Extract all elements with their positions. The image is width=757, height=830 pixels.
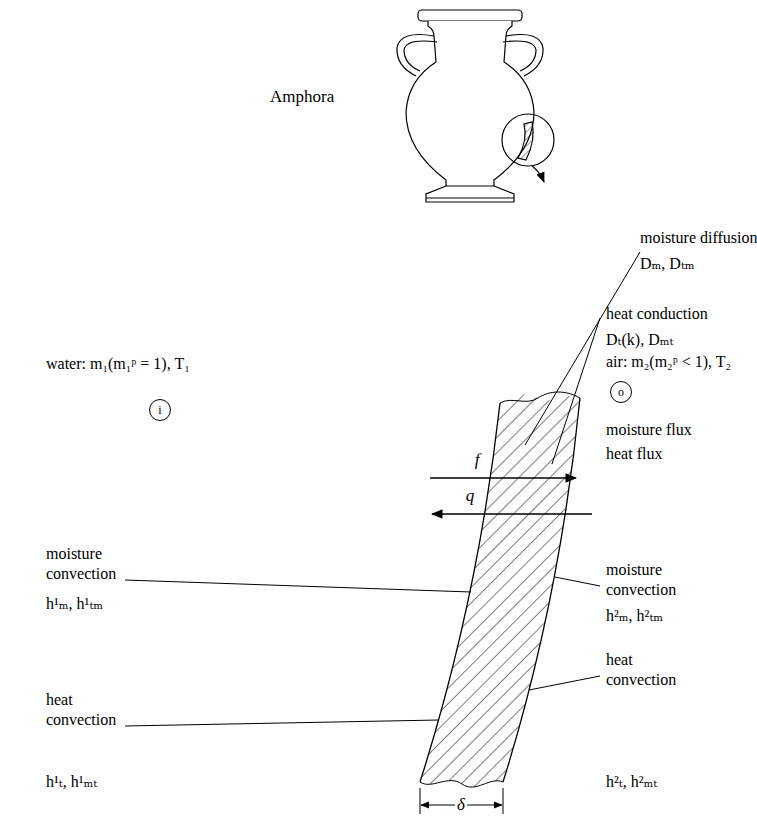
- leader-lines: [125, 252, 640, 726]
- symbol-label: δ: [455, 794, 467, 815]
- annotation: Dₘ, Dₜₘ: [640, 254, 695, 274]
- region-marker: i: [149, 399, 171, 421]
- annotation: heat convection: [606, 650, 706, 690]
- region-letter: i: [158, 404, 161, 416]
- annotation: h¹ₘ, h¹ₜₘ: [46, 594, 103, 614]
- annotation: air: m₂(m₂ᵖ < 1), T₂: [606, 352, 731, 372]
- amphora: [397, 10, 554, 202]
- annotation: h²ₘ, h²ₜₘ: [606, 606, 663, 626]
- annotation: heat conduction: [606, 304, 708, 324]
- annotation: moisture convection: [46, 544, 146, 584]
- annotation: h²ₜ, h²ₘₜ: [606, 772, 657, 792]
- annotation: heat convection: [46, 690, 146, 730]
- symbol-label: q: [464, 485, 477, 506]
- annotation: Amphora: [270, 86, 334, 107]
- flux-arrows: [430, 478, 592, 514]
- annotation: moisture convection: [606, 560, 706, 600]
- annotation: moisture flux: [606, 420, 692, 440]
- region-marker: o: [610, 381, 632, 403]
- annotation: h¹ₜ, h¹ₘₜ: [46, 772, 97, 792]
- symbol-label: f: [473, 449, 482, 470]
- annotation: water: m₁(m₁ᵖ = 1), T₁: [46, 354, 190, 374]
- annotation: moisture diffusion: [640, 228, 757, 248]
- annotation: heat flux: [606, 444, 662, 464]
- annotation: Dₜ(k), Dₘₜ: [606, 330, 673, 350]
- region-letter: o: [618, 386, 624, 398]
